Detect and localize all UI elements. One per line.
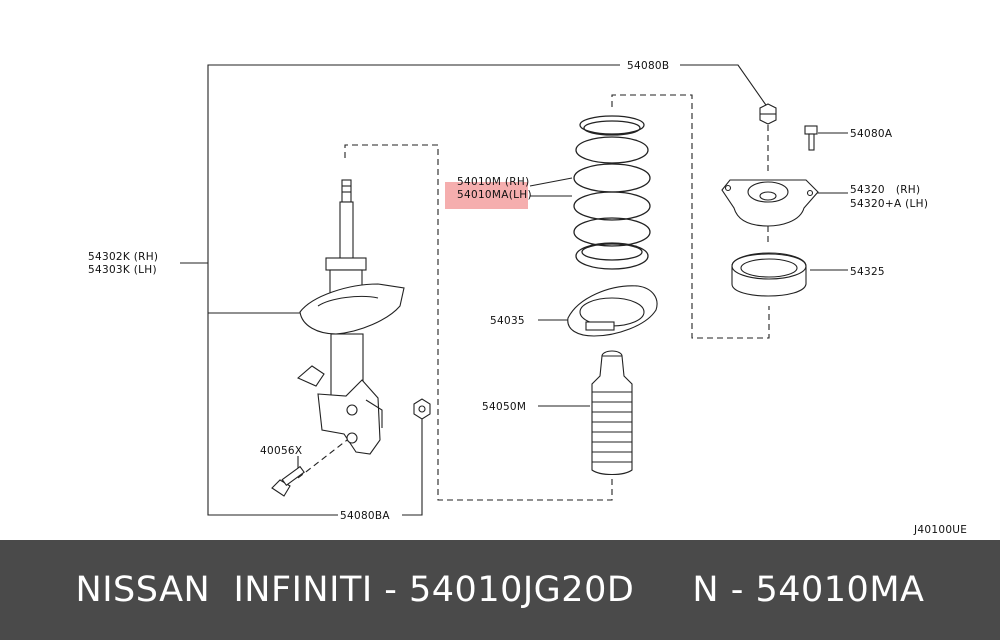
coil-spring bbox=[573, 115, 651, 270]
exploded-strut-diagram: 54080B 54080A 54010M (RH) 54010MA(LH) 54… bbox=[88, 60, 967, 536]
label-54302k-rh: 54302K (RH) bbox=[88, 251, 158, 263]
label-54010ma-lh: 54010MA(LH) bbox=[457, 189, 532, 201]
label-54010m-rh: 54010M (RH) bbox=[457, 176, 529, 188]
nut-54080b bbox=[759, 103, 777, 125]
dashed-strut-group bbox=[344, 144, 613, 501]
nut-54080ba bbox=[413, 398, 431, 420]
label-54080b: 54080B bbox=[627, 60, 669, 72]
label-54080a: 54080A bbox=[850, 128, 893, 140]
dashed-spring-group bbox=[611, 94, 770, 339]
footer-part-numbers: NISSAN INFINITI - 54010JG20D N - 54010MA bbox=[75, 570, 925, 610]
mount-bearing bbox=[731, 252, 807, 297]
bolt-54080a bbox=[804, 125, 818, 151]
label-54320-rh: 54320 (RH) bbox=[850, 184, 920, 196]
label-54325: 54325 bbox=[850, 266, 885, 278]
label-54080ba: 54080BA bbox=[340, 510, 390, 522]
label-40056x: 40056X bbox=[260, 445, 302, 457]
label-54050m: 54050M bbox=[482, 401, 526, 413]
part-highlight bbox=[445, 182, 528, 209]
bolt-40056x bbox=[271, 465, 305, 497]
spring-seat-rubber bbox=[567, 285, 658, 337]
assembly-bracket-line bbox=[207, 64, 620, 516]
strut-mount bbox=[721, 179, 819, 227]
label-54035: 54035 bbox=[490, 315, 525, 327]
leader-54010m bbox=[529, 177, 573, 187]
footer-bar: NISSAN INFINITI - 54010JG20D N - 54010MA bbox=[0, 540, 1000, 640]
strut-assembly bbox=[296, 179, 405, 455]
bound-bumper-boot bbox=[591, 350, 633, 476]
leader-54080ba bbox=[402, 418, 423, 516]
drawing-code: J40100UE bbox=[913, 524, 967, 536]
leader-54080b bbox=[680, 64, 769, 109]
label-54303k-lh: 54303K (LH) bbox=[88, 264, 157, 276]
label-54320a-lh: 54320+A (LH) bbox=[850, 198, 928, 210]
